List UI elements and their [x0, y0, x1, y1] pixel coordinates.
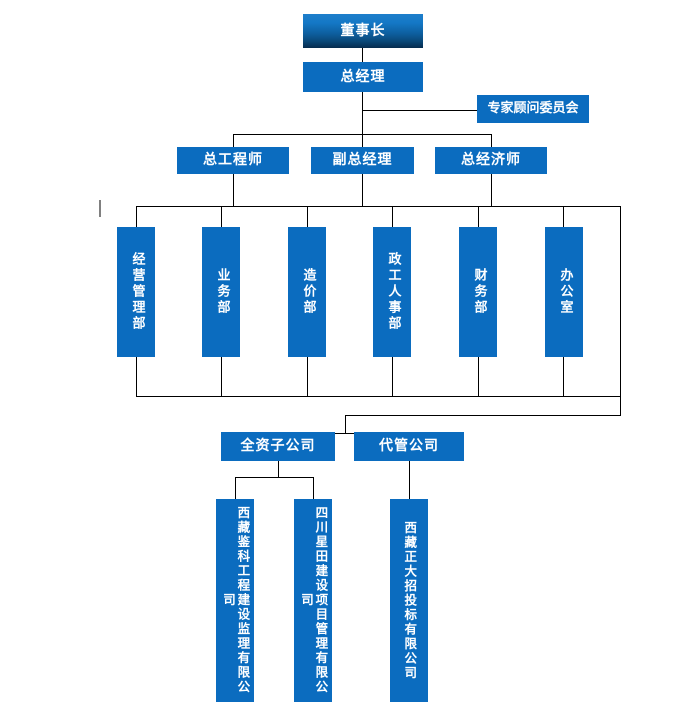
node-department-business-management[interactable]: 经营管理部 — [117, 227, 155, 357]
connector-dept-out-5 — [478, 357, 479, 396]
connector-right-rail — [620, 206, 621, 396]
connector-dept-drop-2 — [221, 206, 222, 227]
connector-dept-drop-3 — [307, 206, 308, 227]
node-company-tibet-jianke[interactable]: 西藏鉴科工程建设监理有限公司 — [216, 499, 254, 702]
connector-drop-company-3 — [409, 461, 410, 499]
connector-department-bus-top — [136, 206, 620, 207]
connector-chief-engineer-down — [233, 174, 234, 206]
connector-right-rail-lower — [620, 396, 621, 416]
connector-drop-deputy-gm — [362, 134, 363, 147]
connector-wholly-owned-split — [235, 477, 313, 478]
connector-department-bus-bottom — [136, 396, 621, 397]
node-department-office[interactable]: 办公室 — [545, 227, 583, 357]
connector-gm-trunk — [362, 92, 363, 134]
connector-gm-to-advisory — [362, 110, 477, 111]
node-department-cost-estimation[interactable]: 造价部 — [288, 227, 326, 357]
connector-dept-out-6 — [563, 357, 564, 396]
node-deputy-general-manager[interactable]: 副总经理 — [311, 147, 414, 174]
connector-drop-chief-engineer — [233, 134, 234, 147]
connector-dept-out-4 — [392, 357, 393, 396]
connector-chairman-to-gm — [362, 48, 363, 62]
connector-dept-out-1 — [136, 357, 137, 396]
connector-dept-drop-4 — [392, 206, 393, 227]
connector-drop-company-1 — [235, 477, 236, 499]
node-advisory-committee[interactable]: 专家顾问委员会 — [477, 95, 589, 123]
node-department-operations[interactable]: 业务部 — [202, 227, 240, 357]
connector-dept-out-2 — [221, 357, 222, 396]
node-department-finance[interactable]: 财务部 — [459, 227, 497, 357]
connector-company-trunk — [345, 415, 346, 433]
node-managed-companies[interactable]: 代管公司 — [354, 432, 464, 461]
node-company-sichuan-xingtian[interactable]: 四川星田建设项目管理有限公司 — [294, 499, 332, 702]
connector-dept-drop-6 — [563, 206, 564, 227]
connector-drop-chief-economist — [491, 134, 492, 147]
node-company-tibet-zhengda[interactable]: 西藏正大招投标有限公司 — [390, 499, 428, 702]
node-chairman[interactable]: 董事长 — [303, 14, 423, 48]
stray-tick-mark — [99, 200, 101, 217]
node-general-manager[interactable]: 总经理 — [303, 62, 423, 92]
node-chief-economist[interactable]: 总经济师 — [435, 147, 547, 174]
connector-dept-drop-5 — [478, 206, 479, 227]
node-department-political-hr[interactable]: 政工人事部 — [373, 227, 411, 357]
connector-dept-drop-1 — [136, 206, 137, 227]
connector-chief-economist-down — [491, 174, 492, 206]
connector-drop-company-2 — [313, 477, 314, 499]
connector-dept-out-3 — [307, 357, 308, 396]
node-wholly-owned-subsidiaries[interactable]: 全资子公司 — [221, 432, 335, 461]
connector-deputy-gm-down — [362, 174, 363, 206]
connector-wholly-owned-stem — [278, 461, 279, 477]
connector-company-group-bus — [278, 433, 410, 434]
connector-bus-to-company-trunk — [345, 415, 621, 416]
node-chief-engineer[interactable]: 总工程师 — [177, 147, 289, 174]
